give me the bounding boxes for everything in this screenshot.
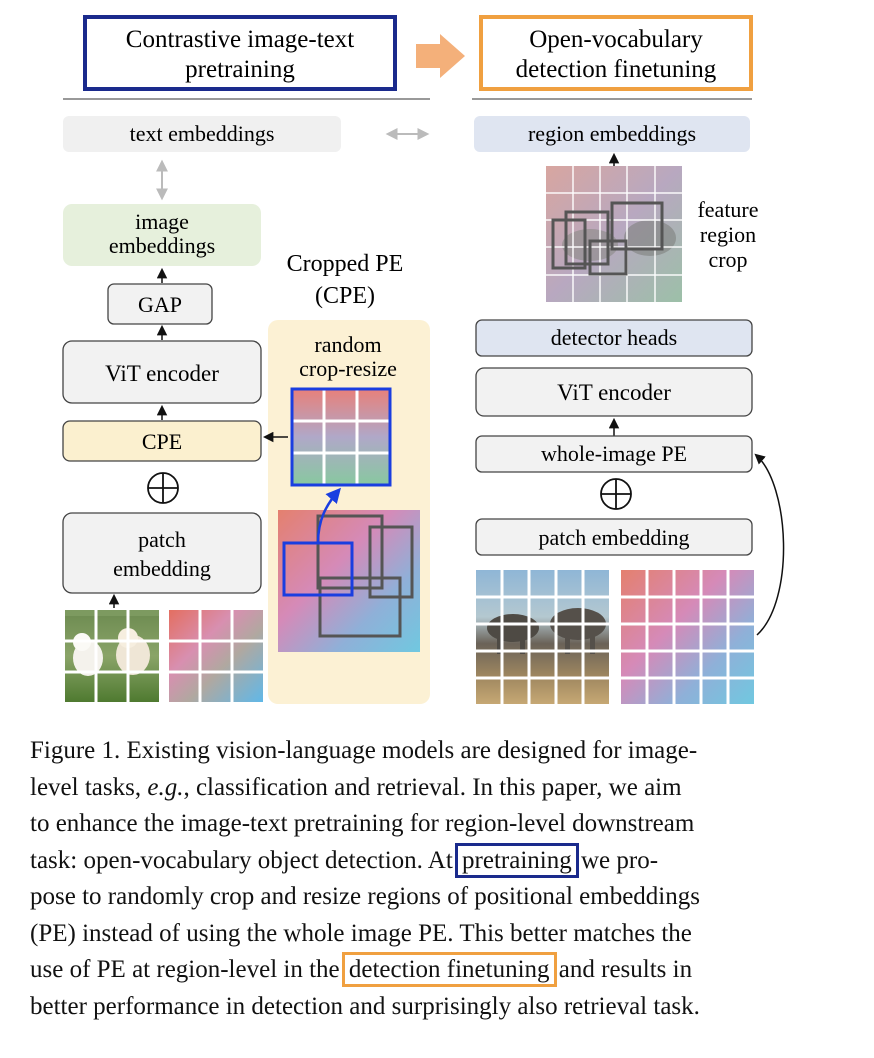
detector-heads-label: detector heads (551, 325, 677, 350)
feature-map (546, 166, 682, 302)
header-left-title-line1: Contrastive image-text (126, 26, 354, 53)
patch-embedding-label-left-line1: patch (138, 527, 186, 552)
cpe-box (62, 420, 262, 462)
gap-label: GAP (138, 292, 182, 317)
patch-embedding-label-left-line2: embedding (113, 556, 211, 581)
caption-line-1: Figure 1. Existing vision-language model… (30, 737, 698, 764)
feature-crop-label-line1: feature (697, 197, 758, 222)
header-right-title-line1: Open-vocabulary (529, 26, 703, 53)
caption-line-6: (PE) instead of using the whole image PE… (30, 919, 692, 947)
cpe-label: CPE (142, 429, 182, 454)
patch-embedding-label-right: patch embedding (539, 525, 690, 550)
image-embeddings-box (63, 204, 261, 266)
blue-crop-arrow (316, 487, 341, 544)
caption-text: use of PE at region-level in the (30, 956, 346, 983)
caption-text: and results in (552, 956, 693, 983)
patch-embedding-box-left (62, 512, 262, 594)
patch-embedding-box-right (475, 518, 753, 556)
whole-image-pe-box (475, 435, 753, 473)
figure-caption: Figure 1. Existing vision-language model… (30, 733, 838, 1025)
caption-text: we pro- (574, 846, 659, 874)
header-left-title-line2: pretraining (185, 56, 295, 83)
elephant-photo-grid (476, 570, 609, 704)
header-arrow (416, 34, 465, 78)
image-embeddings-label-line2: embeddings (109, 233, 215, 258)
pe-crop-canvas (278, 487, 420, 652)
text-embeddings-box (63, 116, 341, 152)
figure-diagram: Contrastive image-text pretraining Open-… (62, 15, 785, 704)
highlight-pretraining: pretraining (455, 842, 579, 878)
caption-line-4: task: open-vocabulary object detection. … (30, 842, 838, 880)
caption-eg: e.g. (147, 773, 184, 801)
caption-text: level tasks, (30, 773, 148, 801)
whole-image-pe-label: whole-image PE (541, 441, 687, 466)
oplus-icon-right (600, 478, 632, 510)
highlight-detection-finetuning: detection finetuning (341, 952, 557, 987)
random-crop-label-line1: random (314, 332, 381, 357)
random-crop-label-line2: crop-resize (299, 356, 397, 381)
resized-crop-grid (290, 387, 392, 487)
gap-box (107, 283, 213, 325)
caption-line-3: to enhance the image-text pretraining fo… (30, 810, 695, 837)
region-embeddings-box (474, 116, 750, 152)
caption-line-8: better performance in detection and surp… (30, 992, 700, 1020)
image-embeddings-label-line1: image (135, 209, 189, 234)
pe-grid-right (621, 570, 754, 704)
caption-line-5: pose to randomly crop and resize regions… (30, 883, 700, 910)
caption-text: task: open-vocabulary object detection. … (30, 846, 460, 874)
cpe-title-line2: (CPE) (315, 283, 375, 309)
arrow-pe-to-wholepe (754, 453, 785, 636)
pe-grid-left (169, 610, 263, 702)
caption-text: , classification and retrieval. In this … (183, 773, 682, 801)
vit-encoder-box-left (62, 340, 262, 404)
dog-photo-grid (65, 610, 159, 702)
header-right-frame (479, 15, 753, 91)
caption-line-7: use of PE at region-level in the detecti… (30, 952, 838, 989)
oplus-icon-left (147, 472, 179, 504)
feature-crop-label-line2: region (700, 222, 756, 247)
detector-heads-box (475, 319, 753, 357)
vit-encoder-label-right: ViT encoder (557, 380, 671, 405)
header-left-frame (83, 15, 397, 91)
cpe-title-line1: Cropped PE (287, 251, 404, 277)
vit-encoder-label-left: ViT encoder (105, 361, 219, 386)
text-embeddings-label: text embeddings (130, 121, 275, 146)
vit-encoder-box-right (475, 367, 753, 417)
region-embeddings-label: region embeddings (528, 121, 696, 146)
header-right-title-line2: detection finetuning (516, 56, 717, 83)
feature-crop-label-line3: crop (708, 247, 747, 272)
caption-line-2: level tasks, e.g., classification and re… (30, 770, 838, 807)
